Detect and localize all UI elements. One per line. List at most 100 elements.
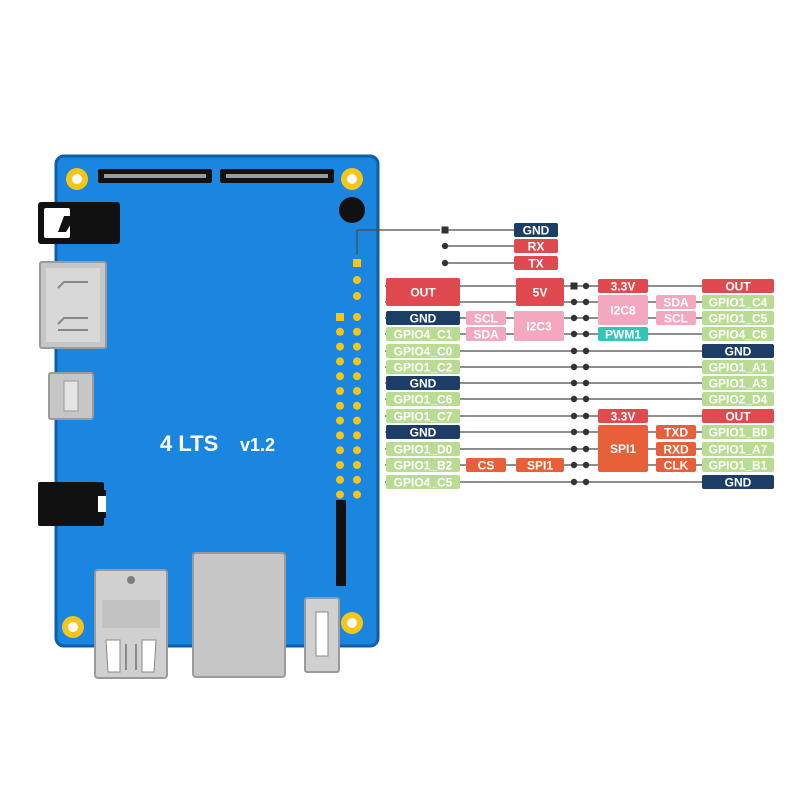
right-func-sda: SDA [656, 295, 696, 309]
uart-label-tx: TX [514, 256, 558, 270]
uart-marker-gnd [441, 226, 449, 234]
header-pin-16 [353, 416, 361, 425]
svg-text:SPI1: SPI1 [610, 442, 636, 456]
audio-jack [38, 202, 120, 244]
right-pin-gpio4-c6-4: GPIO4_C6 [702, 327, 774, 341]
header-pin-22 [353, 461, 361, 469]
header-pin-1 [336, 313, 344, 321]
row-marker-right-8 [582, 395, 590, 403]
row-marker-left-1 [570, 282, 578, 290]
svg-text:GPIO4_C0: GPIO4_C0 [394, 344, 453, 358]
right-pin-gpio1-a1-6: GPIO1_A1 [702, 360, 774, 374]
svg-text:GPIO1_B1: GPIO1_B1 [709, 458, 768, 472]
svg-text:GPIO1_A1: GPIO1_A1 [709, 360, 768, 374]
header-pin-21 [336, 461, 344, 469]
svg-text:CLK: CLK [664, 458, 689, 472]
row-marker-left-10 [570, 428, 578, 436]
gpio-header [336, 313, 361, 499]
svg-text:GPIO1_C2: GPIO1_C2 [394, 360, 453, 374]
left-pin-gnd-8: GND [386, 425, 460, 439]
left-pin-gpio1-c7-7: GPIO1_C7 [386, 409, 460, 423]
left-pin-gnd-1: GND [386, 311, 460, 325]
micro-connector [48, 372, 94, 420]
header-pin-8 [353, 357, 361, 366]
row-marker-right-5 [582, 347, 590, 355]
row-marker-left-4 [570, 330, 578, 338]
svg-text:RXD: RXD [663, 442, 689, 456]
usb-c-port-bottom [304, 597, 340, 673]
mounting-hole-bottom-right [341, 612, 363, 634]
header-pin-24 [353, 475, 361, 484]
left-pin-gpio4-c0-3: GPIO4_C0 [386, 344, 460, 358]
left-func-5v: 5V [516, 278, 564, 306]
left-pin-gpio1-c2-4: GPIO1_C2 [386, 360, 460, 374]
header-pin-6 [353, 342, 361, 351]
header-pin-13 [336, 401, 344, 410]
uart-label-rx: RX [514, 239, 558, 253]
svg-text:OUT: OUT [410, 285, 436, 299]
header-pin-3 [336, 327, 344, 336]
svg-text:TX: TX [528, 256, 543, 270]
header-pin-12 [353, 387, 361, 395]
right-pin-out-9: OUT [702, 409, 774, 423]
row-marker-right-1 [582, 282, 590, 290]
right-pin-gpio1-a7-11: GPIO1_A7 [702, 442, 774, 456]
header-pin-5 [336, 342, 344, 351]
ethernet-port [192, 552, 286, 678]
header-pin-2 [353, 313, 361, 321]
left-func-i2c3: I2C3 [514, 311, 564, 341]
svg-text:SCL: SCL [474, 311, 498, 325]
header-pin-23 [336, 475, 344, 484]
right-pin-gpio1-b1-12: GPIO1_B1 [702, 458, 774, 472]
svg-text:GPIO4_C6: GPIO4_C6 [709, 327, 768, 341]
svg-text:GPIO1_B2: GPIO1_B2 [394, 458, 453, 472]
header-pin-20 [353, 446, 361, 455]
svg-text:SDA: SDA [473, 327, 499, 341]
right-func-3v3-mid: 3.3V [598, 409, 648, 423]
svg-text:GPIO1_C6: GPIO1_C6 [394, 392, 453, 406]
svg-text:TXD: TXD [664, 425, 688, 439]
right-func-spi1: SPI1 [598, 425, 648, 472]
left-pin-gpio1-c6-6: GPIO1_C6 [386, 392, 460, 406]
header-pin-25 [336, 490, 344, 499]
header-pin-10 [353, 372, 361, 381]
row-marker-right-7 [582, 379, 590, 387]
svg-text:SPI1: SPI1 [527, 458, 553, 472]
left-pin-gpio4-c1-2: GPIO4_C1 [386, 327, 460, 341]
header-pin-15 [336, 416, 344, 425]
left-func-spi1: SPI1 [516, 458, 564, 472]
debug-uart-pins [353, 259, 361, 300]
right-pin-out-1: OUT [702, 279, 774, 293]
row-marker-left-11 [570, 445, 578, 453]
left-pin-gnd-5: GND [386, 376, 460, 390]
row-marker-left-2 [570, 298, 578, 306]
svg-text:GPIO1_A7: GPIO1_A7 [709, 442, 768, 456]
row-marker-right-9 [582, 412, 590, 420]
svg-text:SCL: SCL [664, 311, 688, 325]
row-marker-right-11 [582, 445, 590, 453]
uart-label-gnd: GND [514, 223, 558, 237]
board-title: 4 LTS [160, 431, 218, 456]
svg-text:OUT: OUT [725, 409, 751, 423]
row-marker-left-5 [570, 347, 578, 355]
board-version: v1.2 [240, 435, 275, 455]
right-func-i2c8: I2C8 [598, 295, 648, 325]
row-marker-left-12 [570, 461, 578, 469]
usb-a-port [94, 569, 168, 679]
uart-marker-tx [441, 259, 449, 267]
row-marker-left-13 [570, 478, 578, 486]
svg-text:I2C3: I2C3 [526, 319, 552, 333]
left-func-scl: SCL [466, 311, 506, 325]
svg-text:GND: GND [410, 425, 437, 439]
row-marker-left-8 [570, 395, 578, 403]
svg-text:CS: CS [478, 458, 495, 472]
left-pin-out: OUT [386, 278, 460, 306]
svg-text:3.3V: 3.3V [611, 409, 636, 423]
row-marker-right-12 [582, 461, 590, 469]
fpc-connector-left [98, 169, 212, 183]
header-pin-4 [353, 327, 361, 336]
right-pin-gpio1-c5-3: GPIO1_C5 [702, 311, 774, 325]
right-pin-gpio1-c4-2: GPIO1_C4 [702, 295, 774, 309]
row-marker-left-6 [570, 363, 578, 371]
header-pin-17 [336, 431, 344, 440]
